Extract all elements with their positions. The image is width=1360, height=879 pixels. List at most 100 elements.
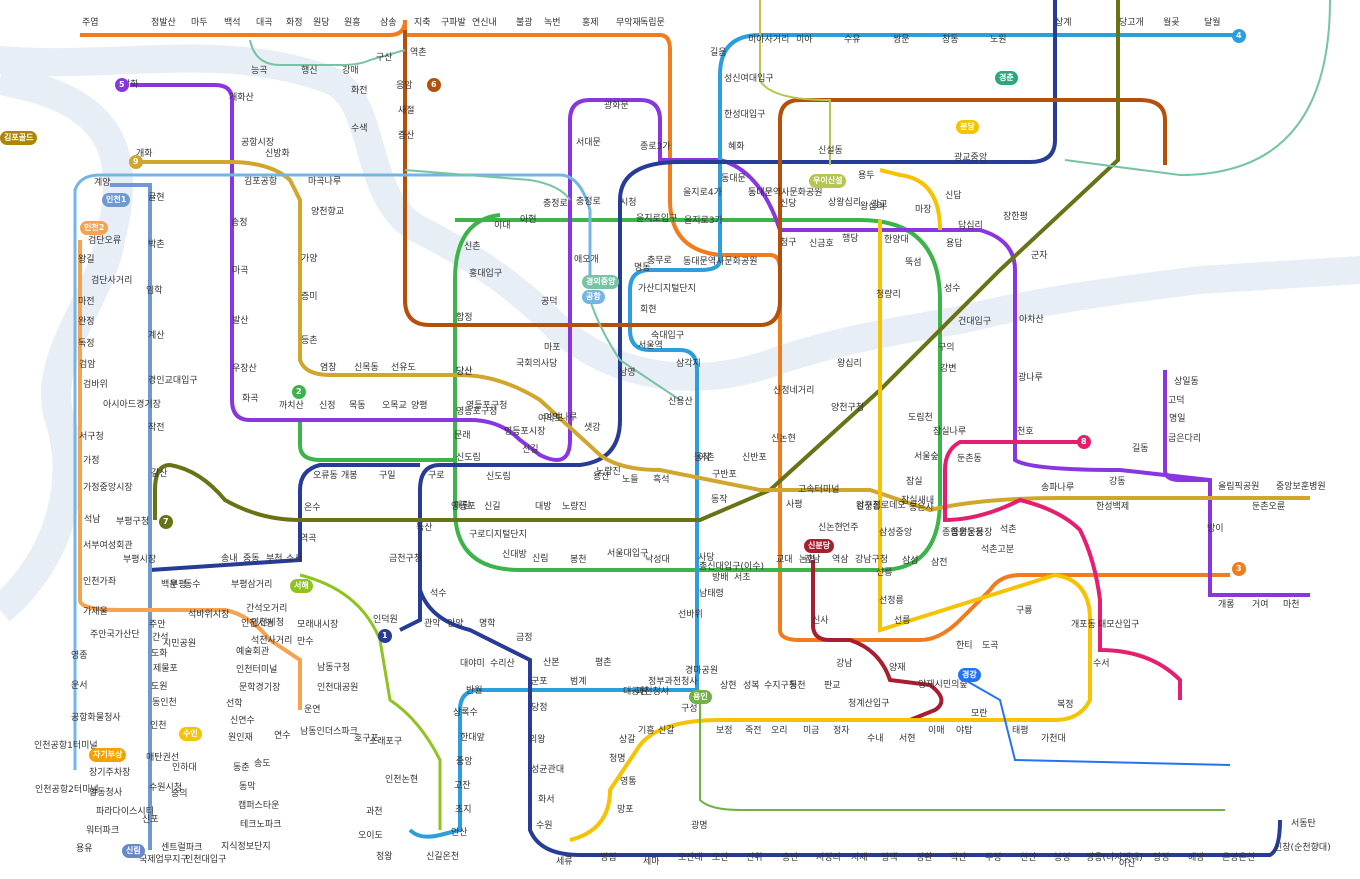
station-label[interactable]: 삼성 — [902, 556, 919, 566]
station-label[interactable]: 신도림 — [456, 453, 481, 463]
station-label[interactable]: 명동 — [634, 263, 651, 273]
station-label[interactable]: 공항시장 — [241, 138, 275, 148]
station-label[interactable]: 세류 — [556, 857, 573, 867]
station-label[interactable]: 국제업무지구 — [139, 855, 189, 865]
station-label[interactable]: 영등포구청 — [466, 401, 508, 411]
station-label[interactable]: 고잔 — [454, 781, 471, 791]
station-label[interactable]: 과천 — [366, 807, 383, 817]
station-label[interactable]: 구산 — [376, 53, 393, 63]
station-label[interactable]: 강변 — [940, 364, 957, 374]
station-label[interactable]: 오산대 — [678, 853, 703, 863]
station-label[interactable]: 국회의사당 — [516, 359, 558, 369]
station-label[interactable]: 천안 — [1020, 853, 1037, 863]
station-label[interactable]: 야탑 — [956, 726, 973, 736]
station-label[interactable]: 신촌 — [464, 242, 481, 252]
station-label[interactable]: 마곡나루 — [308, 177, 342, 187]
station-label[interactable]: 쌍문 — [893, 35, 910, 45]
station-label[interactable]: 흑석 — [653, 475, 670, 485]
station-label[interactable]: 간석오거리 — [246, 604, 288, 614]
station-label[interactable]: 검바위 — [83, 380, 108, 390]
station-label[interactable]: 장한평 — [1003, 212, 1028, 222]
station-label[interactable]: 왕길 — [78, 255, 95, 265]
station-label[interactable]: 서울숲 — [914, 452, 939, 462]
station-label[interactable]: 오목교 — [382, 401, 407, 411]
station-label[interactable]: 응암 — [396, 81, 413, 91]
station-label[interactable]: 구반포 — [712, 470, 737, 480]
station-label[interactable]: 용유 — [76, 844, 93, 854]
station-label[interactable]: 선바위 — [678, 610, 703, 620]
station-label[interactable]: 갈산 — [151, 469, 168, 479]
station-label[interactable]: 신연수 — [230, 716, 255, 726]
station-label[interactable]: 주안국가산단 — [90, 630, 140, 640]
station-label[interactable]: 올림픽공원 — [1218, 482, 1260, 492]
station-label[interactable]: 건대입구 — [958, 317, 992, 327]
station-label[interactable]: 범계 — [570, 677, 587, 687]
station-label[interactable]: 왕십리 — [860, 202, 885, 212]
station-label[interactable]: 망포 — [617, 805, 634, 815]
station-label[interactable]: 오리 — [771, 726, 788, 736]
station-label[interactable]: 공덕 — [541, 297, 558, 307]
station-label[interactable]: 서동탄 — [1291, 819, 1316, 829]
station-label[interactable]: 중앙 — [456, 757, 473, 767]
station-label[interactable]: 의왕 — [529, 735, 546, 745]
station-label[interactable]: 지식정보단지 — [221, 842, 271, 852]
station-label[interactable]: 마곡 — [232, 266, 249, 276]
station-label[interactable]: 마포 — [544, 343, 561, 353]
station-label[interactable]: 방화 — [122, 80, 139, 90]
station-label[interactable]: 경마공원 — [685, 666, 719, 676]
station-label[interactable]: 오이도 — [358, 831, 383, 841]
station-label[interactable]: 서울역 — [638, 341, 663, 351]
station-label[interactable]: 용두 — [858, 171, 875, 181]
station-label[interactable]: 충무로 — [647, 256, 672, 266]
station-label[interactable]: 구파발 — [441, 18, 466, 28]
station-label[interactable]: 상갈 — [619, 735, 636, 745]
station-label[interactable]: 둔촌오륜 — [1252, 502, 1286, 512]
station-label[interactable]: 정왕 — [376, 852, 393, 862]
station-label[interactable]: 염창 — [320, 363, 337, 373]
station-label[interactable]: 신도림 — [486, 472, 511, 482]
station-label[interactable]: 한성백제 — [1096, 502, 1130, 512]
station-label[interactable]: 개포동 — [1071, 620, 1096, 630]
station-label[interactable]: 인천대공원 — [317, 683, 359, 693]
station-label[interactable]: 길음 — [710, 48, 727, 58]
station-label[interactable]: 강매 — [342, 66, 359, 76]
station-label[interactable]: 검단사거리 — [91, 276, 133, 286]
station-label[interactable]: 뚝섬 — [905, 258, 922, 268]
station-label[interactable]: 영등포구청 — [456, 407, 498, 417]
station-label[interactable]: 삼송 — [380, 18, 397, 28]
station-label[interactable]: 직산 — [950, 853, 967, 863]
station-label[interactable]: 압구정로데오 — [856, 501, 906, 511]
station-label[interactable]: 배방 — [1188, 853, 1205, 863]
station-label[interactable]: 가산디지털단지 — [638, 284, 696, 294]
station-label[interactable]: 개화산 — [229, 93, 254, 103]
station-label[interactable]: 남영 — [619, 368, 636, 378]
station-label[interactable]: 증산 — [398, 131, 415, 141]
station-label[interactable]: 화서 — [538, 795, 555, 805]
station-label[interactable]: 독립문 — [640, 18, 665, 28]
station-label[interactable]: 병점 — [600, 853, 617, 863]
station-label[interactable]: 사평 — [786, 500, 803, 510]
station-label[interactable]: 신당 — [780, 199, 797, 209]
station-label[interactable]: 영등포시장 — [504, 427, 546, 437]
station-label[interactable]: 개봉 — [341, 471, 358, 481]
station-label[interactable]: 양천구청 — [831, 403, 865, 413]
station-label[interactable]: 테크노파크 — [240, 820, 282, 830]
station-label[interactable]: 미금 — [803, 726, 820, 736]
station-label[interactable]: 신창(순천향대) — [1274, 843, 1331, 853]
station-label[interactable]: 등촌 — [301, 336, 318, 346]
station-label[interactable]: 석촌 — [1000, 525, 1017, 535]
station-label[interactable]: 광교중앙 — [954, 153, 988, 163]
station-label[interactable]: 이대 — [494, 221, 511, 231]
station-label[interactable]: 을지로3가 — [684, 216, 723, 226]
station-label[interactable]: 화전 — [351, 86, 368, 96]
station-label[interactable]: 판교 — [824, 681, 841, 691]
station-label[interactable]: 군포 — [531, 677, 548, 687]
station-label[interactable]: 인천대입구 — [185, 855, 227, 865]
station-label[interactable]: 영등포 — [451, 502, 476, 512]
station-label[interactable]: 구룡 — [1016, 606, 1033, 616]
station-label[interactable]: 역촌 — [410, 48, 427, 58]
station-label[interactable]: 봉은사 — [909, 503, 934, 513]
station-label[interactable]: 사당 — [698, 553, 715, 563]
station-label[interactable]: 합정 — [456, 313, 473, 323]
station-label[interactable]: 신림 — [532, 554, 549, 564]
